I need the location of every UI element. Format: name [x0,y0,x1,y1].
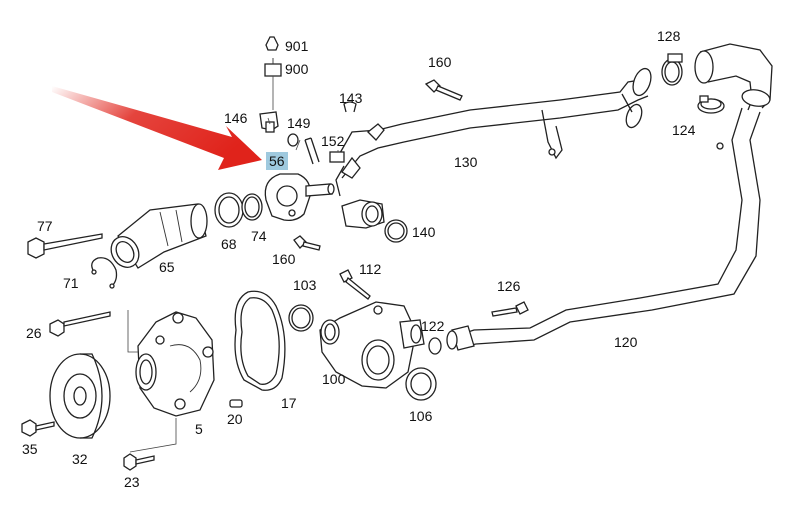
label-146: 146 [224,110,248,126]
label-56-highlighted: 56 [266,152,288,170]
leader-lines [127,117,339,453]
part-112-bolt [339,269,371,300]
part-140-oring [384,219,408,243]
label-112: 112 [359,261,382,277]
label-77: 77 [37,218,53,234]
part-26-bolt [49,311,111,337]
label-65: 65 [159,259,175,275]
part-126-bolt [491,301,529,317]
part-128-hose [694,43,773,111]
label-74: 74 [251,228,267,244]
label-120: 120 [614,334,638,350]
label-128: 128 [657,28,681,44]
label-20: 20 [227,411,243,427]
part-901-plug [265,36,279,51]
part-65-elbow [110,203,208,269]
part-32-pulley [49,353,111,439]
label-71: 71 [63,275,79,291]
part-900-sensor [264,58,282,110]
label-35: 35 [22,441,38,457]
label-122: 122 [421,318,445,334]
part-71-circlip [91,257,118,289]
part-124-clamp [697,95,725,114]
part-74-ring [241,193,263,221]
part-23-bolt [123,453,155,471]
pointer-arrow [52,86,262,170]
label-106: 106 [409,408,433,424]
part-35-bolt [21,419,55,437]
label-152: 152 [321,133,345,149]
part-120-pipe [446,107,761,351]
part-128-clamp [661,53,683,86]
label-901: 901 [285,38,309,54]
part-160-bolt-lower [293,235,321,251]
label-160-upper: 160 [428,54,452,70]
part-68-gasket [214,192,244,228]
part-100-housing [319,301,425,389]
label-900: 900 [285,61,309,77]
part-160-bolt-upper [424,79,463,101]
label-149: 149 [287,115,311,131]
label-26: 26 [26,325,42,341]
label-160-lower: 160 [272,251,296,267]
label-103: 103 [293,277,317,293]
label-130: 130 [454,154,478,170]
label-140: 140 [412,224,436,240]
part-122-oring [428,337,442,355]
part-103-oring [288,304,314,332]
part-77-bolt [27,233,103,259]
part-20-dowel [229,399,243,408]
part-130-pipe [329,67,652,229]
part-56-thermostat [264,173,335,222]
label-143: 143 [339,90,363,106]
label-17: 17 [281,395,297,411]
part-5-water-pump [135,311,215,417]
part-106-seal [405,367,437,401]
label-126: 126 [497,278,521,294]
label-32: 32 [72,451,88,467]
part-149-oring [287,133,299,147]
label-100: 100 [322,371,346,387]
label-68: 68 [221,236,237,252]
label-23: 23 [124,474,140,490]
part-17-gasket [234,290,286,391]
part-152-clip [304,137,320,165]
label-5: 5 [195,421,203,437]
label-124: 124 [672,122,696,138]
part-143-clip [343,101,357,113]
